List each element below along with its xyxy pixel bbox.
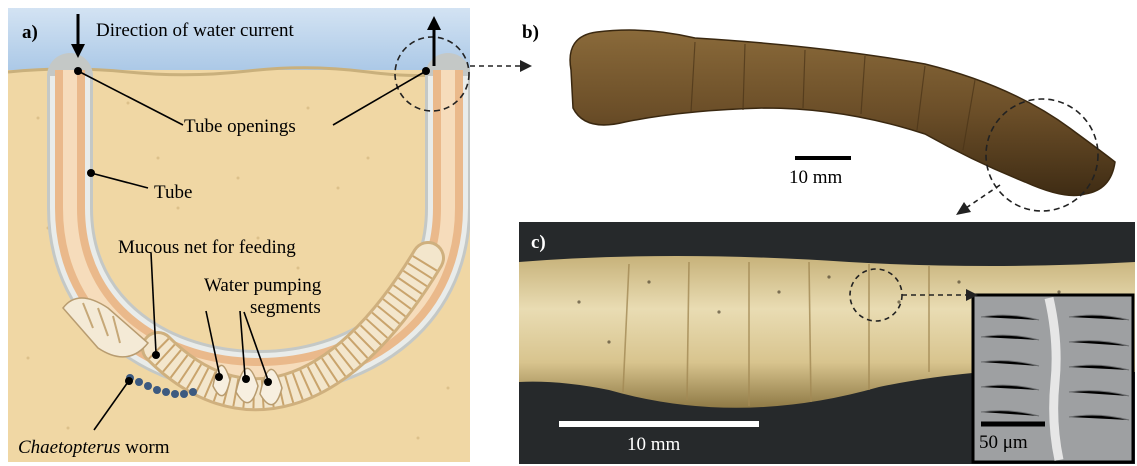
connector-a-to-b-head xyxy=(520,60,532,72)
panel-c-svg: 50 μm 10 mm c) xyxy=(519,222,1135,464)
mucous-net-label: Mucous net for feeding xyxy=(118,237,296,258)
panel-label-a: a) xyxy=(22,22,38,43)
direction-label: Direction of water current xyxy=(96,20,295,41)
panel-a-schematic: a) Direction of water current Tube openi… xyxy=(8,8,470,462)
panel-a-svg: a) Direction of water current Tube openi… xyxy=(8,8,470,462)
pumping-label-line2: segments xyxy=(250,297,321,318)
scale-label-c: 10 mm xyxy=(627,434,681,455)
panel-b-svg: 10 mm xyxy=(545,12,1135,217)
specimen-tube xyxy=(570,30,1115,196)
panel-label-b: b) xyxy=(522,22,539,43)
tube-openings-label: Tube openings xyxy=(184,116,296,137)
panel-label-c: c) xyxy=(531,232,546,253)
pumping-label-line1: Water pumping xyxy=(204,275,322,296)
panel-c-photo: 50 μm 10 mm c) xyxy=(519,222,1135,464)
scale-label-sem: 50 μm xyxy=(979,432,1028,453)
tube-label: Tube xyxy=(154,182,192,203)
panel-b-photo: 10 mm xyxy=(545,12,1135,217)
worm-label: Chaetopterus worm xyxy=(18,437,170,458)
worm-label-rest: worm xyxy=(120,437,169,458)
scale-label-b: 10 mm xyxy=(789,167,843,188)
worm-label-italic: Chaetopterus xyxy=(18,437,120,458)
